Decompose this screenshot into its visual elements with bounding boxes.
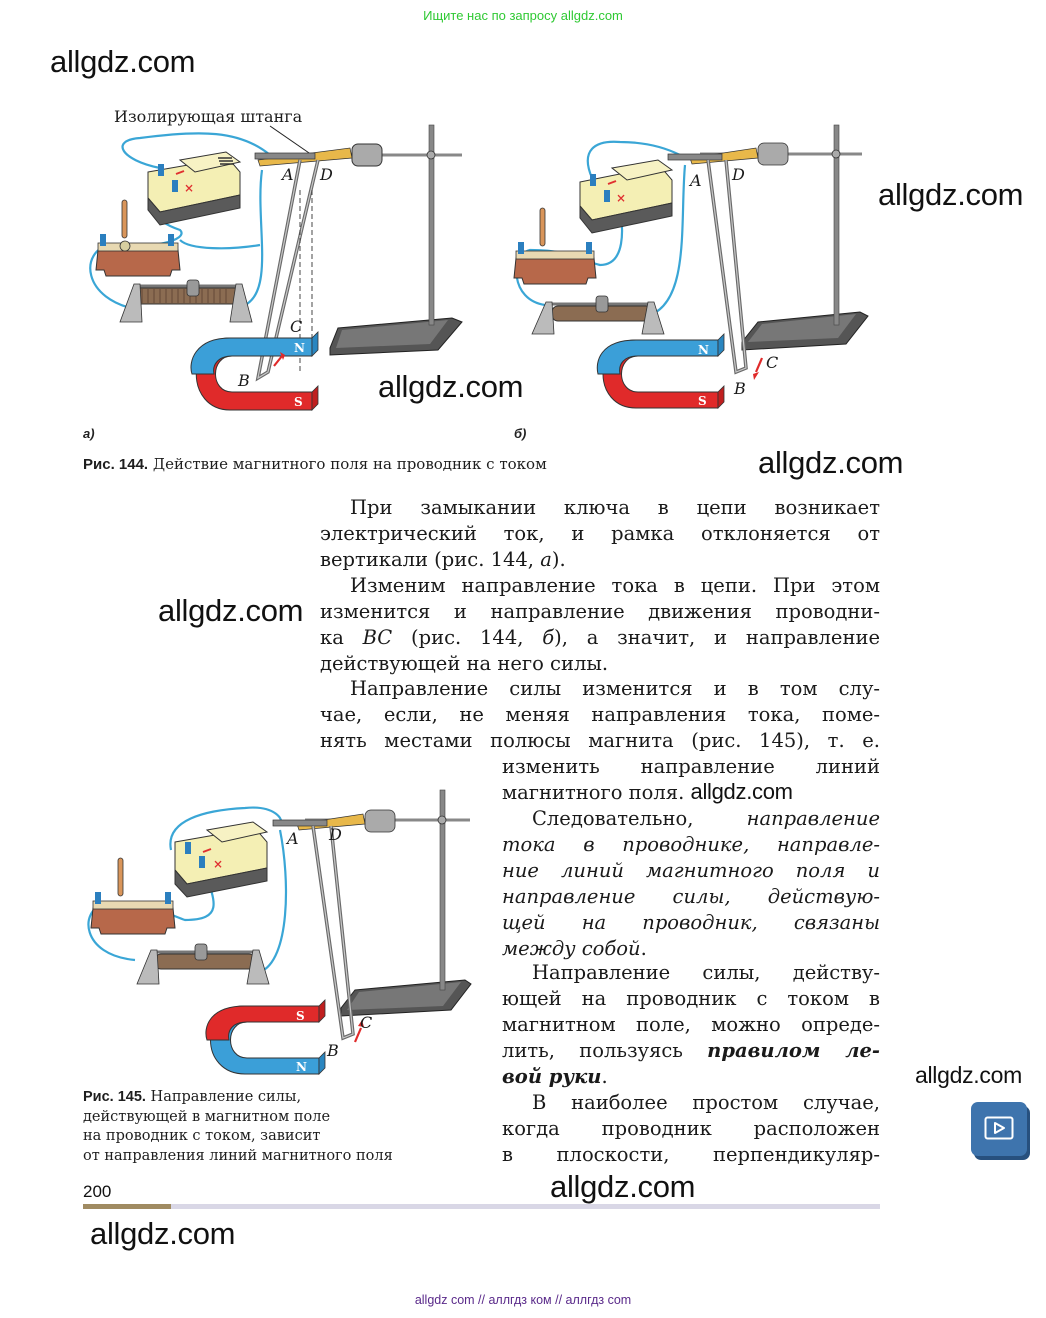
footer-rule xyxy=(171,1204,880,1209)
svg-text:C: C xyxy=(290,317,302,336)
paragraph-3: Направление силы изменится и в том слу- … xyxy=(320,677,880,752)
figure-144b-illustration: × N S A D C B xyxy=(513,124,869,409)
svg-text:N: N xyxy=(294,341,305,355)
caption-text: Действие магнитного поля на проводник с … xyxy=(152,455,547,473)
svg-text:N: N xyxy=(296,1060,307,1074)
watermark: allgdz.com xyxy=(550,1169,696,1204)
mirror-links: allgdz com // аллгдз ком // аллгдз com xyxy=(414,1293,632,1307)
svg-text:D: D xyxy=(319,165,333,184)
watermark: allgdz.com xyxy=(378,369,524,404)
svg-text:D: D xyxy=(328,825,342,844)
svg-text:B: B xyxy=(733,379,746,398)
watermark: allgdz.com xyxy=(158,593,304,628)
search-hint: Ищите нас по запросу allgdz.com xyxy=(423,8,623,23)
paragraph-1: При замыкании ключа в цепи возникает эле… xyxy=(320,496,880,571)
svg-text:C: C xyxy=(360,1013,372,1032)
watermark: allgdz.com xyxy=(690,779,793,804)
watermark: allgdz.com xyxy=(878,177,1024,212)
svg-text:C: C xyxy=(766,353,778,372)
paragraph-2: Изменим направление тока в цепи. При это… xyxy=(320,574,880,675)
svg-text:A: A xyxy=(285,829,299,848)
left-hand-rule-term: правилом ле- xyxy=(707,1039,881,1062)
watermark: allgdz.com xyxy=(915,1062,1022,1088)
play-video-icon xyxy=(984,1116,1014,1140)
svg-text:×: × xyxy=(616,191,626,205)
paragraph-3-continued: изменить направление линий магнитного по… xyxy=(502,755,880,804)
svg-text:B: B xyxy=(326,1041,339,1060)
svg-text:N: N xyxy=(698,343,709,357)
insulating-rod-callout: Изолирующая штанга xyxy=(114,107,303,126)
svg-text:A: A xyxy=(688,171,702,190)
footer-rule-accent xyxy=(83,1204,171,1209)
figure-144-caption: Рис. 144. Действие магнитного поля на пр… xyxy=(83,455,547,475)
paragraph-5: Направление силы, действу- ющей на прово… xyxy=(502,961,881,1088)
figure-145-caption: Рис. 145. Направление силы, действующей … xyxy=(83,1089,393,1164)
figure-145-illustration: × S N A D C B xyxy=(87,789,472,1075)
figure-number: Рис. 145. xyxy=(83,1089,146,1105)
svg-text:B: B xyxy=(237,371,250,390)
figure-144a-illustration: × N S A D C B xyxy=(89,124,463,411)
paragraph-6: В наиболее простом случае, когда проводн… xyxy=(502,1091,880,1166)
panel-letter-a: а) xyxy=(83,426,95,441)
page-number: 200 xyxy=(83,1182,112,1201)
figure-number: Рис. 144. xyxy=(83,456,149,473)
watermark: allgdz.com xyxy=(50,44,196,79)
svg-text:S: S xyxy=(296,1009,305,1023)
watermark: allgdz.com xyxy=(758,445,904,480)
svg-text:A: A xyxy=(280,165,294,184)
svg-text:×: × xyxy=(184,181,194,195)
watermark: allgdz.com xyxy=(90,1216,236,1251)
svg-text:S: S xyxy=(294,395,303,409)
svg-text:×: × xyxy=(213,857,223,871)
panel-letter-b: б) xyxy=(514,426,527,441)
svg-text:S: S xyxy=(698,394,707,408)
svg-text:D: D xyxy=(731,165,745,184)
paragraph-4: Следовательно, направление тока в провод… xyxy=(502,807,880,960)
video-lesson-button[interactable] xyxy=(971,1102,1027,1156)
